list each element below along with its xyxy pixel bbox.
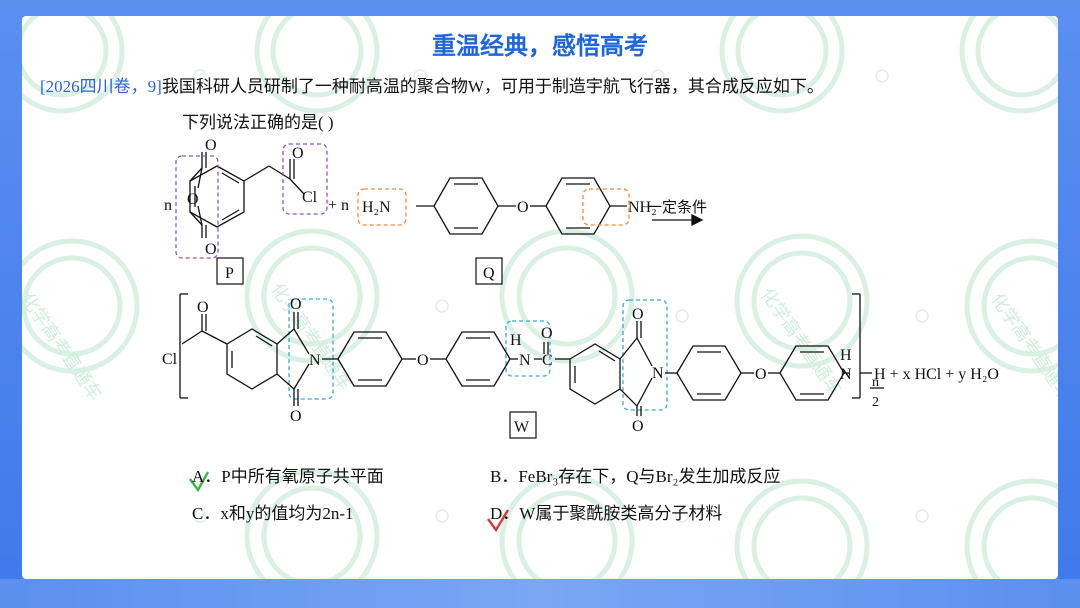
atom-o: O bbox=[205, 137, 217, 154]
atom-o: O bbox=[632, 418, 644, 435]
q-ring-1 bbox=[433, 177, 499, 235]
reaction-diagram: O O O O Cl n + n H₂N O NH₂ 一定条件 P Q bbox=[162, 137, 999, 533]
atom-o: O bbox=[517, 199, 529, 216]
atom-o: O bbox=[205, 241, 217, 258]
atom-o: O bbox=[197, 299, 209, 316]
atom-h2n: H₂N bbox=[362, 199, 391, 216]
atom-o: O bbox=[417, 352, 429, 369]
question-source: [2026四川卷，9] bbox=[40, 77, 162, 96]
atom-cl: Cl bbox=[162, 351, 178, 368]
atom-cl: Cl bbox=[302, 189, 318, 206]
atom-c: C bbox=[542, 352, 553, 369]
atom-o: O bbox=[292, 145, 304, 162]
atom-n: N bbox=[652, 365, 664, 382]
q-amine-box-right bbox=[582, 188, 630, 226]
atom-o: O bbox=[541, 325, 553, 342]
atom-o: O bbox=[290, 296, 302, 313]
tick-mark-icon bbox=[487, 509, 510, 533]
p-acyl-chloride-box bbox=[282, 143, 328, 215]
option-c[interactable]: C．x和y的值均为2n-1 bbox=[192, 504, 354, 523]
question-text: [2026四川卷，9]我国科研人员研制了一种耐高温的聚合物W，可用于制造宇航飞行… bbox=[40, 72, 1040, 97]
label-q: Q bbox=[483, 265, 495, 282]
question-prompt: 下列说法正确的是( ) bbox=[182, 113, 334, 132]
w-ring-d bbox=[569, 343, 621, 405]
w-ring-b bbox=[337, 331, 403, 387]
repeat-numerator: n bbox=[872, 375, 879, 390]
w-ring-f bbox=[779, 345, 845, 401]
page-title: 重温经典，感悟高考 bbox=[432, 32, 648, 60]
question-body: 我国科研人员研制了一种耐高温的聚合物W，可用于制造宇航飞行器，其合成反应如下。 bbox=[161, 77, 824, 96]
repeat-denominator: 2 bbox=[872, 395, 879, 410]
slide-card: 化学高考直通车 化学高考直通车 化学高考直通车 化学高考直通车 重温经典，感悟高… bbox=[22, 16, 1058, 579]
atom-n: N bbox=[309, 352, 321, 369]
atom-o: O bbox=[187, 191, 199, 208]
bottom-bar bbox=[0, 579, 1080, 608]
atom-n: N bbox=[840, 366, 852, 383]
atom-h: H bbox=[840, 347, 852, 364]
w-amide-box bbox=[505, 320, 551, 377]
atom-o: O bbox=[755, 366, 767, 383]
w-imide-box-2 bbox=[622, 299, 668, 411]
w-ring-e bbox=[676, 345, 742, 401]
coef-plus-n: + n bbox=[328, 197, 349, 214]
coef-n: n bbox=[164, 197, 172, 214]
reaction-condition: 一定条件 bbox=[647, 199, 707, 216]
w-imide-box-1 bbox=[288, 298, 334, 400]
atom-h: H bbox=[510, 332, 522, 349]
q-amine-box-left bbox=[357, 188, 407, 226]
p-anhydride-box bbox=[175, 155, 219, 259]
label-w: W bbox=[514, 419, 530, 436]
atom-n: N bbox=[519, 352, 531, 369]
atom-nh2: NH₂ bbox=[628, 199, 657, 216]
w-ring-c bbox=[445, 331, 511, 387]
option-d[interactable]: D．W属于聚酰胺类高分子材料 bbox=[490, 504, 723, 523]
option-a[interactable]: A．P中所有氧原子共平面 bbox=[192, 467, 384, 486]
atom-o: O bbox=[290, 408, 302, 425]
atom-o: O bbox=[632, 306, 644, 323]
option-b[interactable]: B．FeBr₃存在下，Q与Br₂发生加成反应 bbox=[490, 467, 781, 486]
label-p: P bbox=[225, 265, 234, 282]
check-mark-icon bbox=[189, 471, 210, 493]
w-ring-a bbox=[226, 328, 278, 390]
w-byproducts: H + x HCl + y H₂O bbox=[874, 366, 999, 383]
